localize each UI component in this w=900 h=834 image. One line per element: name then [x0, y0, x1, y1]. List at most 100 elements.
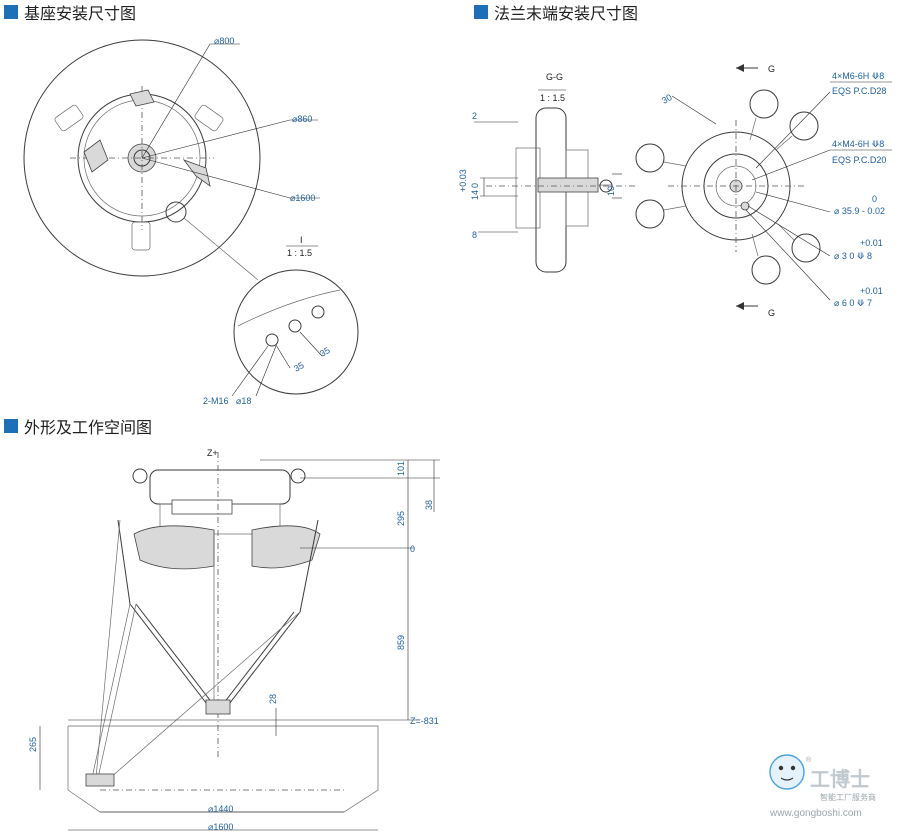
upper-arm-left — [117, 519, 131, 605]
section-title-workspace: 外形及工作空间图 — [24, 420, 153, 437]
label-bore: ⌀ 35.9 - 0.02 — [834, 206, 885, 216]
ball-joint-5 — [751, 255, 781, 285]
upper-arm-right — [299, 519, 319, 613]
dim-35-a — [275, 344, 291, 369]
label-dim10: 10 — [606, 186, 616, 196]
arm-extreme-d — [95, 519, 121, 779]
joint-link-4 — [775, 135, 793, 151]
motor-cover-right — [251, 525, 321, 569]
label-g-top: G — [768, 64, 775, 74]
label-pin6: ⌀ 6 0 ⟱ 7 — [834, 298, 872, 308]
forearm-left-a — [129, 603, 211, 709]
forearm-right-b — [219, 611, 295, 709]
leader-m4 — [751, 149, 831, 181]
label-d28: 28 — [268, 694, 278, 704]
mascot-mouth — [780, 777, 794, 781]
section-scale: 1 : 1.5 — [540, 93, 565, 103]
base-drawing: ⌀800 ⌀860 ⌀1600 I 1 : 1.5 35 35 2-M16 ⌀1… — [23, 36, 359, 406]
watermark-tagline: 智能工厂服务商 — [820, 792, 876, 802]
leader-m16 — [231, 345, 269, 397]
leader-d860 — [141, 119, 291, 159]
leader-bore — [755, 191, 831, 213]
label-d38: 38 — [424, 500, 434, 510]
section-base: 基座安装尺寸图 — [4, 0, 136, 24]
mascot-eye-right — [790, 765, 796, 771]
detail-marker-circle — [165, 201, 187, 223]
dim-35-b — [299, 331, 323, 357]
section-marker — [474, 5, 488, 19]
angle-30-line — [671, 95, 717, 125]
mount-eye-left — [132, 468, 148, 484]
label-d860: ⌀860 — [292, 114, 312, 124]
label-eqs20: EQS P.C.D20 — [832, 155, 886, 165]
label-bore-zero: 0 — [872, 194, 877, 204]
section-label: G-G — [546, 72, 563, 82]
end-platform-extreme — [85, 773, 115, 787]
label-pin3-tol: +0.01 — [860, 238, 883, 248]
motor-cover-left — [133, 525, 215, 570]
mount-eye-right — [290, 468, 306, 484]
label-holes-m6: 4×M6-6H ⟱8 — [832, 71, 884, 81]
label-d295: 295 — [396, 511, 406, 526]
detail-hole-2 — [288, 319, 302, 333]
brand-plate — [171, 499, 233, 515]
label-d800: ⌀800 — [214, 36, 234, 46]
watermark: 工博士 ® 智能工厂服务商 www.gongboshi.com — [769, 754, 876, 819]
joint-link-3 — [749, 117, 757, 141]
detail-hole-1 — [265, 333, 279, 347]
end-platform — [205, 699, 231, 715]
label-tol-zero: 0 — [470, 183, 480, 188]
motor-housing-bottom — [131, 221, 151, 251]
circle-d1600 — [23, 39, 261, 277]
detail-circle — [233, 269, 359, 395]
label-tol-plus: +0.03 — [458, 169, 468, 192]
flange-pin-hole — [740, 201, 750, 211]
label-35-a: 35 — [292, 360, 306, 374]
leader-d1600 — [141, 157, 291, 199]
detail-edge — [237, 289, 341, 327]
label-35-b: 35 — [318, 345, 332, 359]
section-title-base: 基座安装尺寸图 — [24, 6, 137, 23]
watermark-url: www.gongboshi.com — [769, 808, 862, 819]
joint-link-6 — [777, 223, 795, 241]
forearm-left-b — [135, 603, 217, 709]
mascot-icon — [769, 754, 805, 790]
joint-link-1 — [663, 161, 687, 167]
label-dim2: 2 — [472, 111, 477, 121]
ball-joint-6 — [791, 233, 821, 263]
arm-mount-left — [83, 139, 109, 173]
leader-d18 — [255, 345, 277, 397]
section-marker — [4, 419, 18, 433]
label-d859: 859 — [396, 635, 406, 650]
detail-scale: 1 : 1.5 — [287, 248, 312, 258]
label-pin6-tol: +0.01 — [860, 286, 883, 296]
ball-joint-1 — [635, 143, 665, 173]
label-d1600-ws: ⌀1600 — [208, 822, 233, 832]
joint-link-2 — [663, 205, 687, 211]
motor-housing-right — [194, 104, 224, 132]
label-dim8: 8 — [472, 230, 477, 240]
leader-pin6 — [745, 209, 831, 301]
label-d1600: ⌀1600 — [290, 193, 315, 203]
forearm-right-a — [225, 611, 301, 709]
ball-joint-2 — [635, 199, 665, 229]
motor-housing-left — [54, 104, 84, 132]
detail-leader — [183, 217, 259, 281]
label-holes-m4: 4×M4-6H ⟱8 — [832, 139, 884, 149]
mascot-eye-left — [778, 765, 784, 771]
section-workspace: 外形及工作空间图 — [4, 414, 152, 438]
watermark-reg: ® — [806, 756, 812, 764]
leader-m6 — [755, 91, 831, 169]
label-d101: 101 — [396, 461, 406, 476]
watermark-brand: 工博士 — [810, 767, 870, 791]
forearm-extreme-a — [91, 603, 131, 779]
section-shaft — [537, 177, 599, 193]
label-d1440: ⌀1440 — [208, 804, 233, 814]
forearm-extreme-c — [109, 611, 301, 779]
section-title-flange: 法兰末端安装尺寸图 — [494, 6, 639, 23]
label-pin3: ⌀ 3 0 ⟱ 8 — [834, 251, 872, 261]
section-marker — [4, 5, 18, 19]
forearm-extreme-b — [97, 603, 137, 779]
arm-mount-top — [129, 89, 155, 107]
